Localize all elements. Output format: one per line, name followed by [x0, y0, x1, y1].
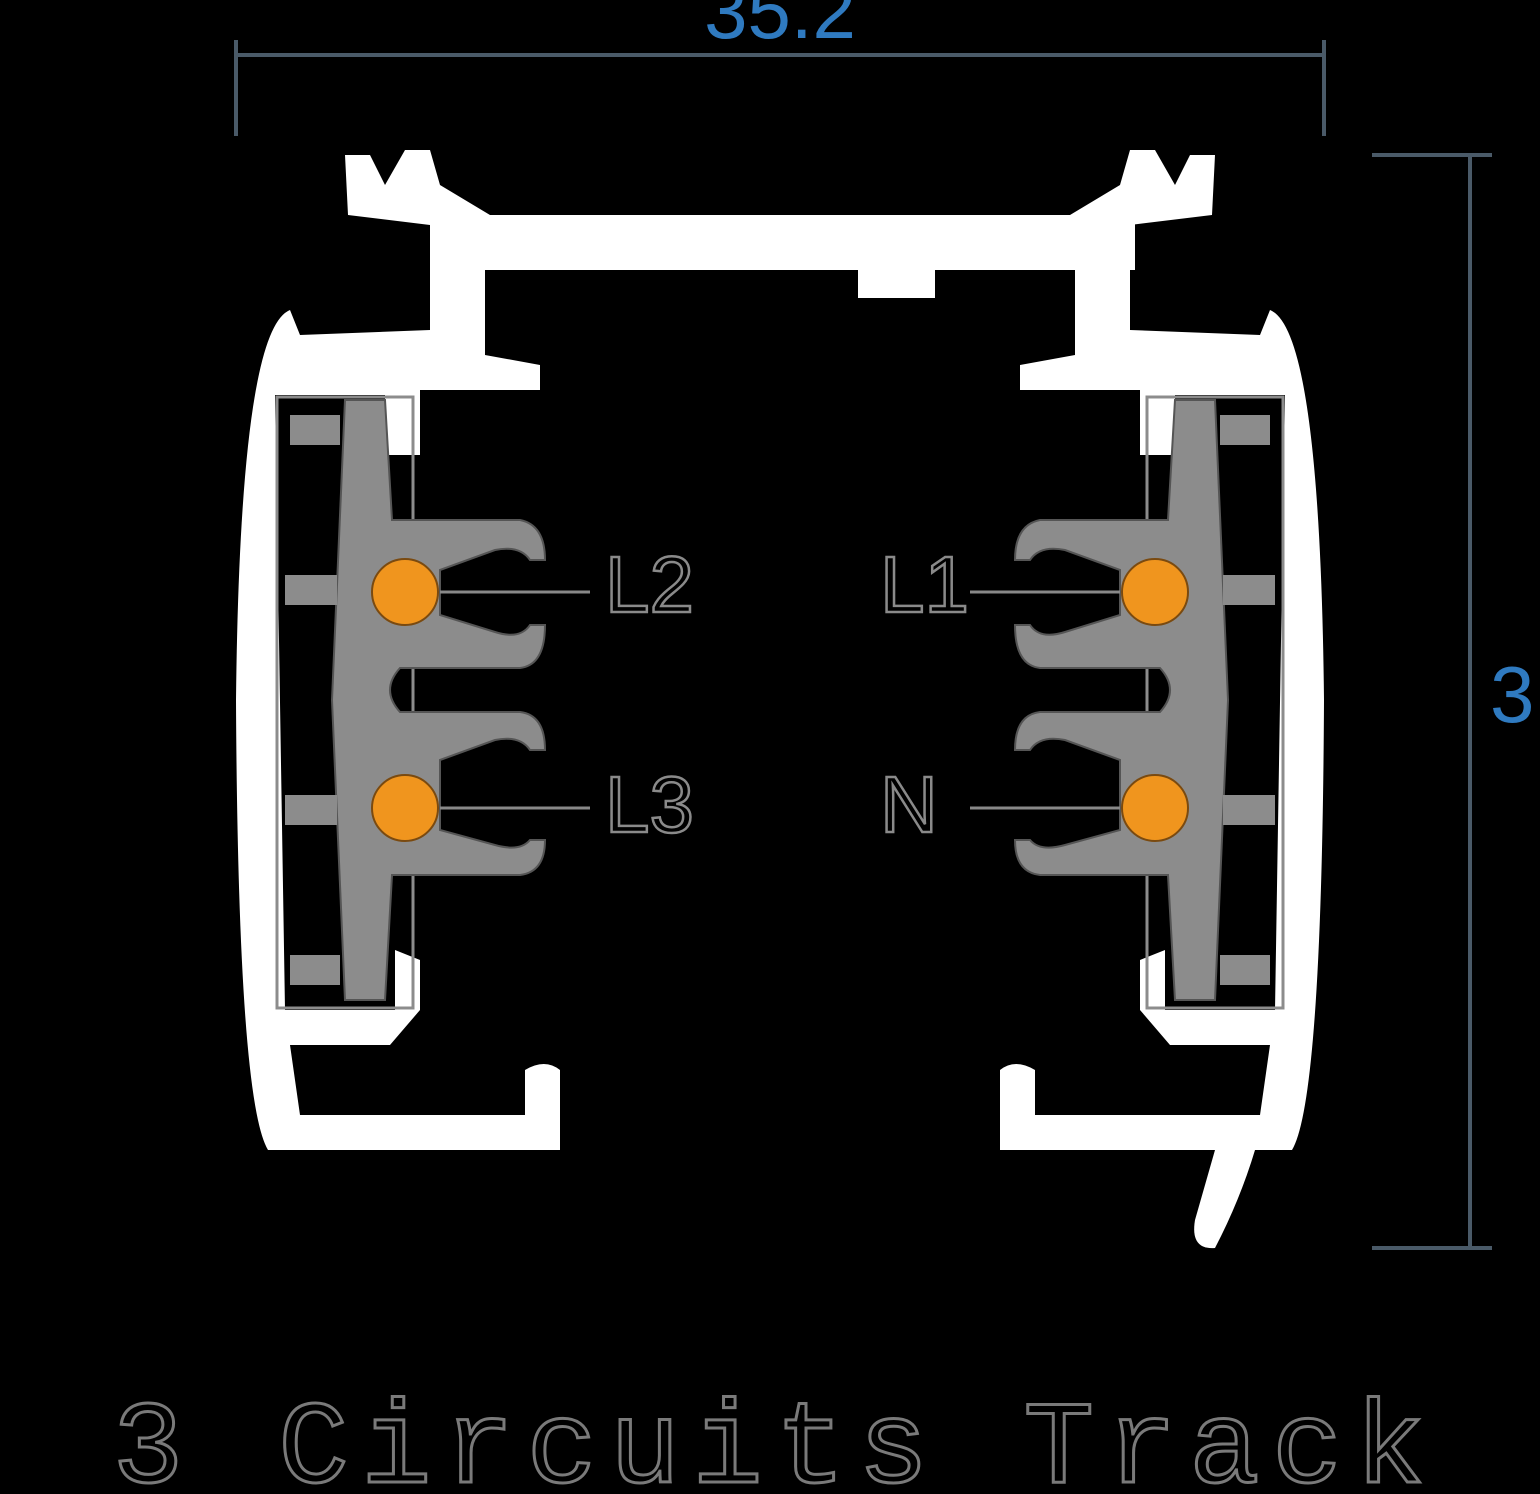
- width-dimension: [234, 40, 1326, 136]
- profile-channel: [236, 150, 560, 1150]
- terminal-label-n: N: [880, 760, 938, 849]
- contact-dot: [371, 774, 439, 842]
- height-dimension: [1372, 153, 1492, 1250]
- left-half-profile: [236, 150, 590, 1150]
- connector-body: [330, 399, 547, 1001]
- height-dimension-label: 3: [1490, 650, 1535, 739]
- connector-fins: [285, 415, 340, 985]
- right-tail: [1194, 1150, 1255, 1249]
- width-dimension-label: 35.2: [704, 0, 856, 55]
- contact-dot: [371, 558, 439, 626]
- terminal-label-l3: L3: [605, 760, 694, 849]
- terminal-label-l1: L1: [880, 540, 969, 629]
- terminal-label-l2: L2: [605, 540, 694, 629]
- right-half-profile: [968, 148, 1326, 1152]
- diagram-title: 3 Circuits Track: [113, 1385, 1438, 1494]
- connector-housing: [275, 395, 415, 1010]
- top-rail: [430, 215, 1135, 298]
